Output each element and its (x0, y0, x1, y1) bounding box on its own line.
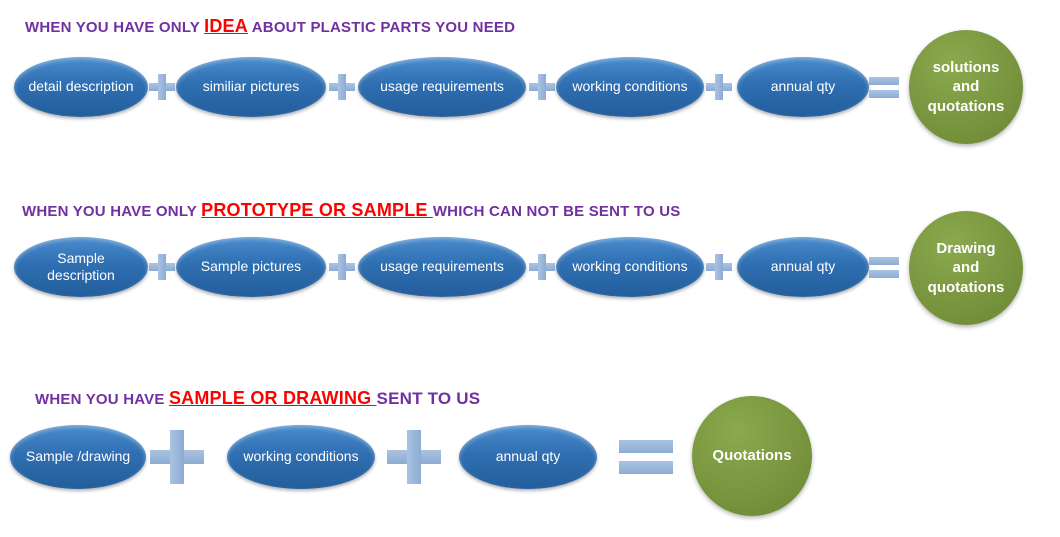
equals-icon (869, 257, 899, 278)
step-label: Sample pictures (200, 258, 302, 275)
step-label: working conditions (572, 258, 688, 275)
step-label: usage requirements (380, 258, 504, 275)
header-text: WHEN YOU HAVE ONLY (22, 203, 202, 220)
step-ellipse: annual qty (737, 237, 869, 297)
step-label: working conditions (572, 78, 688, 95)
step-ellipse: usage requirements (358, 57, 526, 117)
step-label: detail description (28, 78, 134, 95)
header-text: WHICH CAN NOT BE SENT TO US (432, 203, 681, 220)
row-header: WHEN YOU HAVE SAMPLE OR DRAWING SENT TO … (35, 388, 480, 409)
equals-icon (869, 77, 899, 98)
step-ellipse: working conditions (556, 57, 704, 117)
result-label: solutions and quotations (927, 58, 1005, 115)
header-text: WHEN YOU HAVE ONLY (25, 19, 205, 36)
step-label: usage requirements (380, 78, 504, 95)
result-label: Quotations (712, 447, 792, 465)
step-label: annual qty (495, 448, 561, 465)
equals-icon (619, 440, 673, 474)
step-label: similiar pictures (202, 78, 300, 95)
plus-icon (149, 74, 175, 100)
plus-icon (329, 74, 355, 100)
step-label: annual qty (770, 78, 836, 95)
plus-icon (529, 254, 555, 280)
result-circle: solutions and quotations (909, 30, 1023, 144)
step-label: Sample /drawing (25, 448, 131, 465)
plus-icon (150, 430, 204, 484)
step-label: annual qty (770, 258, 836, 275)
step-ellipse: working conditions (556, 237, 704, 297)
result-label: Drawing and quotations (927, 239, 1005, 296)
header-text: WHEN YOU HAVE (35, 391, 169, 408)
step-ellipse: Sample pictures (176, 237, 326, 297)
header-text: SENT TO US (376, 389, 481, 408)
row-header: WHEN YOU HAVE ONLY PROTOTYPE OR SAMPLE W… (22, 200, 680, 221)
row-header: WHEN YOU HAVE ONLY IDEA ABOUT PLASTIC PA… (25, 16, 515, 37)
plus-icon (706, 74, 732, 100)
header-highlight: IDEA (204, 16, 248, 36)
header-text: ABOUT PLASTIC PARTS YOU NEED (247, 19, 516, 36)
step-ellipse: Sample description (14, 237, 148, 297)
step-ellipse: annual qty (459, 425, 597, 489)
result-circle: Drawing and quotations (909, 211, 1023, 325)
result-circle: Quotations (692, 396, 812, 516)
step-ellipse: similiar pictures (176, 57, 326, 117)
plus-icon (706, 254, 732, 280)
step-ellipse: Sample /drawing (10, 425, 146, 489)
plus-icon (529, 74, 555, 100)
step-ellipse: working conditions (227, 425, 375, 489)
header-highlight: PROTOTYPE OR SAMPLE (201, 200, 433, 220)
plus-icon (149, 254, 175, 280)
step-ellipse: usage requirements (358, 237, 526, 297)
plus-icon (329, 254, 355, 280)
step-ellipse: detail description (14, 57, 148, 117)
plus-icon (387, 430, 441, 484)
header-highlight: SAMPLE OR DRAWING (168, 388, 377, 408)
step-label: working conditions (243, 448, 359, 465)
step-label: Sample description (47, 249, 115, 284)
step-ellipse: annual qty (737, 57, 869, 117)
